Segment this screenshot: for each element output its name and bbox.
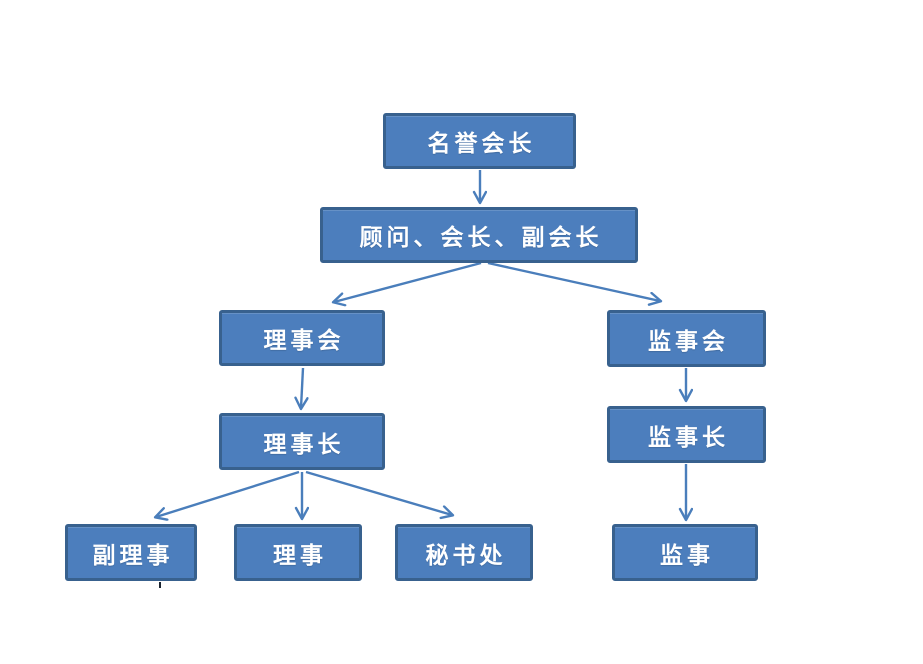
node-board-of-directors: 理事会 xyxy=(219,310,385,366)
node-board-of-directors-label: 理事会 xyxy=(263,328,345,354)
node-advisors-presidents-label: 顾问、会长、副会长 xyxy=(359,225,603,251)
node-honorary-president: 名誉会长 xyxy=(383,113,576,169)
node-director: 理事 xyxy=(234,524,362,581)
node-chief-supervisor-label: 监事长 xyxy=(648,424,729,451)
arrow-chairman-to-secretariat xyxy=(305,470,452,515)
stray-cursor-mark xyxy=(159,582,161,588)
node-vice-director: 副理事 xyxy=(65,524,197,581)
node-advisors-presidents: 顾问、会长、副会长 xyxy=(320,207,638,263)
arrow-board-to-chairman xyxy=(301,367,303,408)
node-supervisory-board: 监事会 xyxy=(607,310,766,367)
node-chairman-label: 理事长 xyxy=(263,431,345,458)
node-supervisor-label: 监事 xyxy=(660,542,714,569)
arrow-chairman-to-vice-director xyxy=(156,470,300,517)
node-chief-supervisor: 监事长 xyxy=(607,406,766,463)
node-supervisory-board-label: 监事会 xyxy=(648,328,729,355)
node-chairman: 理事长 xyxy=(219,413,385,470)
arrow-advisors-to-supervisory-board xyxy=(487,261,660,301)
node-vice-director-label: 副理事 xyxy=(92,542,174,569)
node-supervisor: 监事 xyxy=(612,524,758,581)
node-secretariat: 秘书处 xyxy=(395,524,533,581)
node-director-label: 理事 xyxy=(273,542,327,569)
node-secretariat-label: 秘书处 xyxy=(425,542,507,569)
node-honorary-president-label: 名誉会长 xyxy=(427,131,536,157)
arrow-advisors-to-board xyxy=(334,261,482,302)
